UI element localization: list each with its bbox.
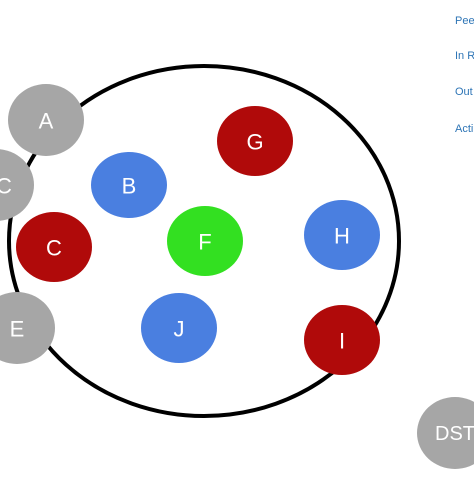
node-j-circle bbox=[141, 293, 217, 363]
node-f-label: F bbox=[198, 230, 211, 255]
node-j: J bbox=[141, 293, 217, 363]
node-dst-label: DST bbox=[435, 423, 474, 445]
node-h-circle bbox=[304, 200, 380, 270]
node-rc: RC bbox=[0, 149, 34, 221]
node-e: E bbox=[0, 292, 55, 364]
node-g-label: G bbox=[246, 130, 263, 155]
node-a-label: A bbox=[39, 109, 54, 134]
legend-item-active: Acti bbox=[455, 123, 474, 135]
legend-item-peer: Pee bbox=[455, 15, 474, 27]
node-h-label: H bbox=[334, 224, 350, 249]
node-c-label: C bbox=[46, 236, 62, 261]
node-g-circle bbox=[217, 106, 293, 176]
node-b-circle bbox=[91, 152, 167, 218]
node-h: H bbox=[304, 200, 380, 270]
node-dst: DST bbox=[417, 397, 474, 469]
node-f: F bbox=[167, 206, 243, 276]
node-i: I bbox=[304, 305, 380, 375]
range-boundary-circle bbox=[7, 64, 401, 418]
node-a: A bbox=[8, 84, 84, 156]
node-c-circle bbox=[16, 212, 92, 282]
nodes-layer: A RC E DST B C F G H J I bbox=[0, 84, 474, 469]
node-c: C bbox=[16, 212, 92, 282]
node-rc-label: RC bbox=[0, 174, 12, 199]
legend-item-out: Out bbox=[455, 86, 473, 98]
node-rc-circle bbox=[0, 149, 34, 221]
node-a-circle bbox=[8, 84, 84, 156]
node-g: G bbox=[217, 106, 293, 176]
node-e-label: E bbox=[10, 317, 25, 342]
node-j-label: J bbox=[174, 317, 185, 342]
node-b: B bbox=[91, 152, 167, 218]
node-e-circle bbox=[0, 292, 55, 364]
node-dst-circle bbox=[417, 397, 474, 469]
node-i-label: I bbox=[339, 329, 345, 354]
node-i-circle bbox=[304, 305, 380, 375]
node-b-label: B bbox=[122, 174, 137, 199]
node-f-circle bbox=[167, 206, 243, 276]
legend-item-in-range: In R bbox=[455, 50, 474, 62]
